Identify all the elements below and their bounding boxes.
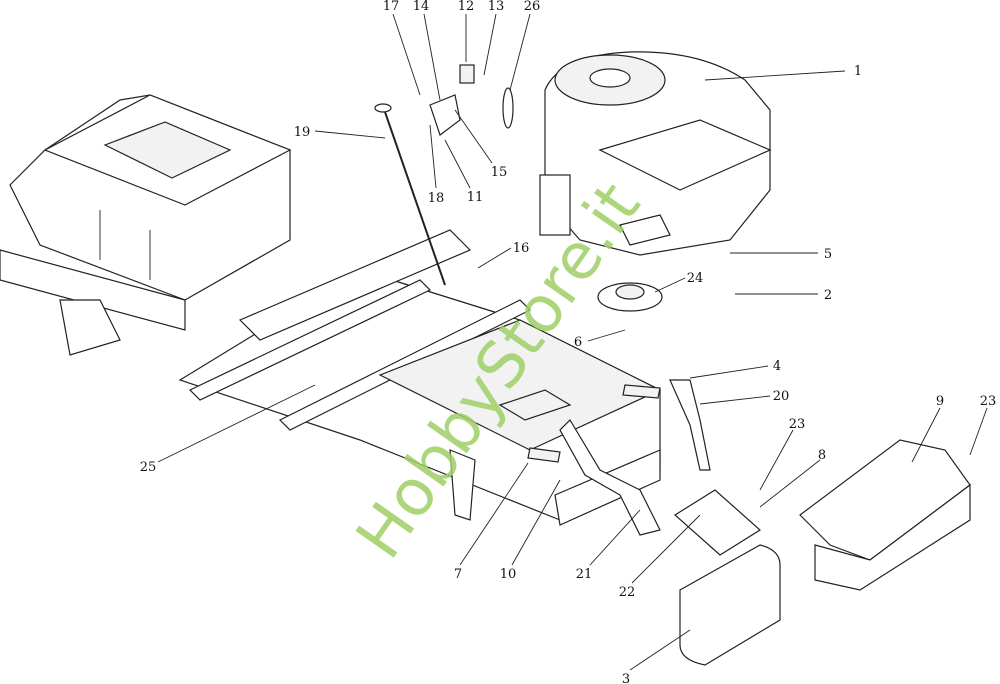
callout-4: 4 <box>773 359 781 374</box>
pulley <box>597 282 663 312</box>
callout-11: 11 <box>467 190 484 205</box>
dipstick <box>374 103 446 286</box>
callout-23-left: 23 <box>789 417 806 432</box>
callout-8: 8 <box>818 448 826 463</box>
callout-6: 6 <box>574 335 582 350</box>
callout-26: 26 <box>524 0 541 14</box>
engine <box>539 51 772 256</box>
callout-labels: 17 14 12 13 26 1 19 15 18 11 16 5 24 2 6… <box>140 0 997 684</box>
muffler-bracket <box>674 489 761 556</box>
callout-14: 14 <box>413 0 430 14</box>
callout-9: 9 <box>936 394 944 409</box>
callout-22: 22 <box>619 585 636 600</box>
callout-18: 18 <box>428 191 445 206</box>
callout-12: 12 <box>458 0 475 14</box>
callout-7: 7 <box>454 567 462 582</box>
callout-10: 10 <box>500 567 517 582</box>
callout-5: 5 <box>824 247 832 262</box>
callout-23-right: 23 <box>980 394 997 409</box>
callout-13: 13 <box>488 0 505 14</box>
callout-3: 3 <box>622 672 630 684</box>
callout-20: 20 <box>773 389 790 404</box>
callout-24: 24 <box>687 271 704 286</box>
exhaust-pipes <box>559 379 711 536</box>
callout-16: 16 <box>513 241 530 256</box>
callout-15: 15 <box>491 165 508 180</box>
callout-21: 21 <box>576 567 593 582</box>
heat-shield <box>799 439 971 591</box>
muffler <box>679 544 781 666</box>
callout-19: 19 <box>294 125 311 140</box>
callout-1: 1 <box>854 64 862 79</box>
throttle-bracket <box>429 64 514 136</box>
callout-17: 17 <box>383 0 400 14</box>
leader-lines <box>157 13 988 671</box>
fender-housing <box>0 94 292 331</box>
callout-25: 25 <box>140 460 157 475</box>
callout-2: 2 <box>824 288 832 303</box>
